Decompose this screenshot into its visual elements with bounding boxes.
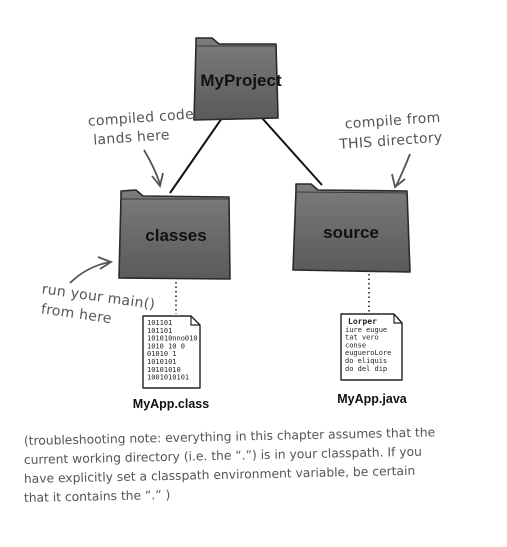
folder-label-source: source bbox=[323, 223, 379, 242]
arrowhead-icon bbox=[151, 172, 164, 189]
connector-project-classes bbox=[169, 117, 223, 194]
arrowhead-icon bbox=[97, 256, 113, 270]
folder-myproject[interactable]: MyProject bbox=[193, 37, 282, 121]
bytecode-line: 01010 1 bbox=[147, 350, 177, 358]
connector-project-source bbox=[261, 117, 323, 186]
annotation-compiled-code: compiled code lands here bbox=[87, 107, 194, 149]
note-line: (troubleshooting note: everything in thi… bbox=[24, 425, 436, 448]
arrowhead-icon bbox=[391, 173, 406, 189]
source-code-line: iure eugue bbox=[345, 326, 387, 334]
folder-label-myproject: MyProject bbox=[200, 71, 282, 90]
annotation-run-main: run your main() from here bbox=[40, 281, 156, 327]
arrow-compiled-code bbox=[143, 149, 161, 185]
source-code-line: conse bbox=[345, 341, 366, 349]
folder-classes[interactable]: classes bbox=[118, 189, 231, 280]
source-code-line: tat vero bbox=[345, 334, 379, 342]
source-code-line: do del dip bbox=[345, 365, 387, 373]
bytecode-line: 101010nno010 bbox=[147, 335, 198, 343]
note-line: that it contains the “.” ) bbox=[24, 488, 171, 505]
folder-label-classes: classes bbox=[145, 226, 206, 245]
bytecode-line: 1010101 bbox=[147, 358, 177, 366]
annotation-compile-from: compile from THIS directory bbox=[338, 110, 443, 153]
note-line: current working directory (i.e. the “.”)… bbox=[24, 445, 422, 467]
annotation-line: lands here bbox=[93, 127, 170, 148]
annotation-line: compiled code bbox=[87, 107, 194, 130]
bytecode-line: 101101 bbox=[147, 327, 172, 335]
source-code-line: Lorper bbox=[348, 317, 377, 326]
folder-icon bbox=[193, 37, 279, 121]
arrow-compile-from bbox=[395, 153, 411, 187]
folder-icon bbox=[118, 189, 231, 280]
file-name-java: MyApp.java bbox=[337, 392, 408, 406]
bytecode-line: 1001010101 bbox=[147, 374, 189, 382]
annotation-line: compile from bbox=[344, 110, 441, 133]
bytecode-line: 1010 10 0 bbox=[147, 342, 185, 350]
file-name-class: MyApp.class bbox=[133, 397, 209, 411]
folder-source[interactable]: source bbox=[292, 183, 411, 273]
source-code-line: do eliquis bbox=[345, 357, 387, 365]
file-icon bbox=[142, 315, 201, 389]
source-code-line: eugueroLore bbox=[345, 349, 391, 357]
bytecode-line: 101101 bbox=[147, 319, 172, 327]
bytecode-line: 10101010 bbox=[147, 366, 181, 374]
file-icon bbox=[340, 313, 403, 381]
note-line: have explicitly set a classpath environm… bbox=[24, 464, 416, 486]
troubleshooting-note: (troubleshooting note: everything in thi… bbox=[24, 425, 436, 505]
arrow-run-main bbox=[69, 261, 111, 284]
folder-icon bbox=[292, 183, 411, 273]
annotation-line: THIS directory bbox=[338, 130, 443, 153]
